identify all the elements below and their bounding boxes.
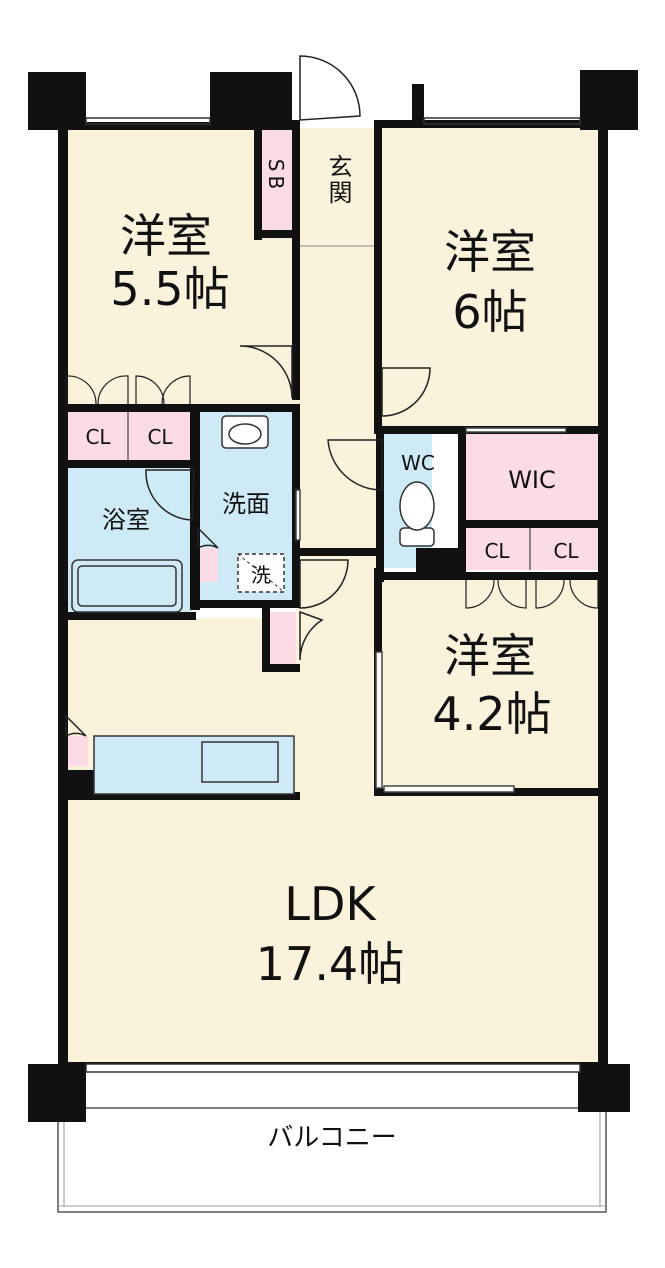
vanity-sink xyxy=(221,415,269,449)
room-washer-name: 洗 xyxy=(251,563,271,587)
room-shoebox-name: SB xyxy=(264,159,288,193)
closet-label-2: CL xyxy=(147,425,173,449)
room-ldk-size: 17.4帖 xyxy=(256,937,404,991)
room-washroom-name: 洗面 xyxy=(222,490,270,518)
closet-label-3: CL xyxy=(484,539,510,563)
fixtures xyxy=(71,415,435,795)
room-western2-name: 洋室 xyxy=(444,225,536,279)
closet-label-4: CL xyxy=(553,539,579,563)
room-western3-name: 洋室 xyxy=(444,629,536,683)
room-ldk-name: LDK xyxy=(284,877,377,931)
kitchen-counter xyxy=(93,735,295,795)
floor-areas xyxy=(66,128,602,1064)
door-swings xyxy=(65,55,431,738)
room-wic-name: WIC xyxy=(508,466,556,494)
bathtub xyxy=(71,559,183,613)
sliding-doors xyxy=(295,427,567,793)
toilet-bowl xyxy=(399,481,435,531)
room-western3-size: 4.2帖 xyxy=(432,687,551,741)
room-entrance-name: 玄関 xyxy=(324,154,352,206)
closet-label-1: CL xyxy=(85,425,111,449)
room-wc-name: WC xyxy=(401,451,435,475)
washer-pan xyxy=(237,553,285,593)
room-western1-name: 洋室 xyxy=(120,209,212,263)
balcony-label: バルコニー xyxy=(267,1123,396,1153)
room-bath-name: 浴室 xyxy=(102,506,150,534)
balcony-area xyxy=(57,1107,607,1213)
windows xyxy=(85,117,581,1073)
room-western1-size: 5.5帖 xyxy=(110,262,229,316)
closet-doors xyxy=(65,375,599,609)
room-western2-size: 6帖 xyxy=(452,285,527,339)
